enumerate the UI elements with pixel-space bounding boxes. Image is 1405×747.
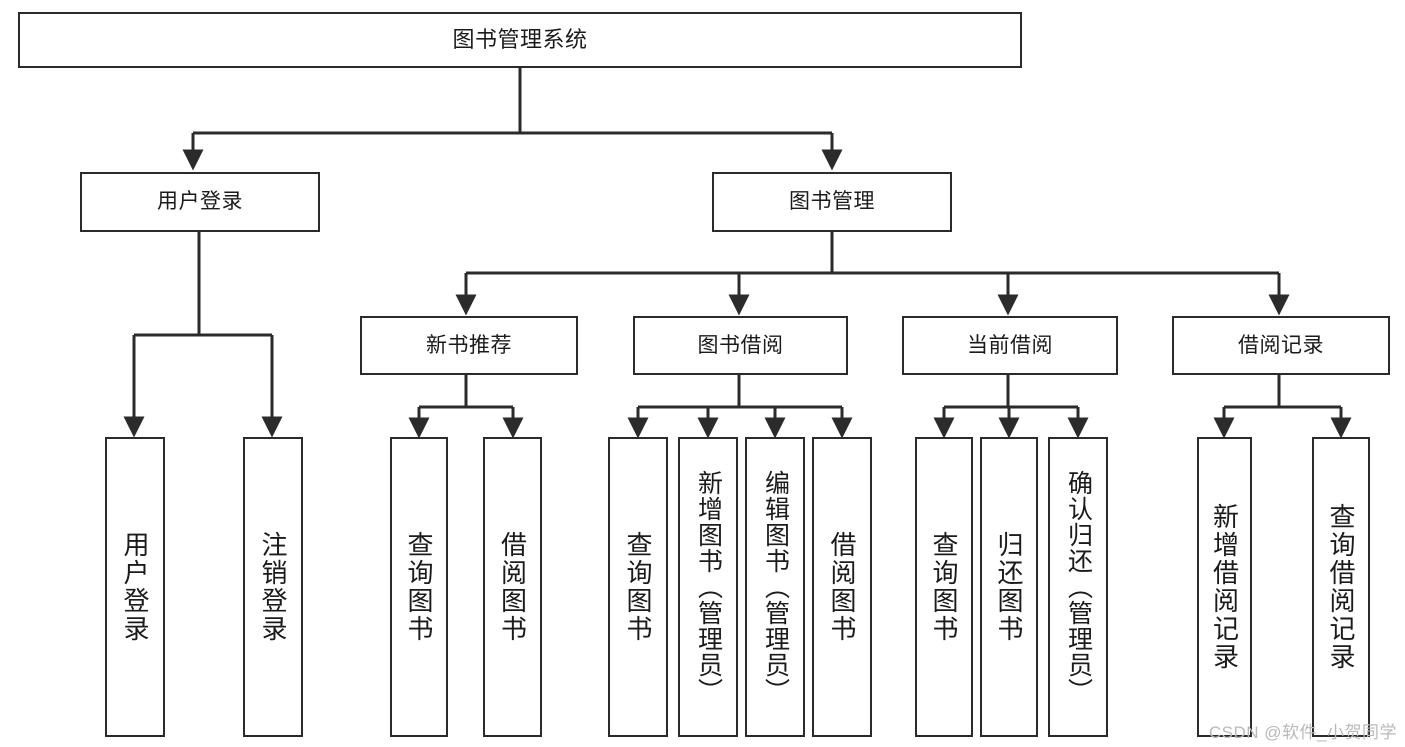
leaf-add-book-admin[interactable]: 新增图书（管理员）	[678, 437, 738, 737]
node-label: 查询图书	[929, 531, 959, 643]
node-label: 借阅图书	[497, 531, 528, 643]
node-label: 注销登录	[258, 531, 288, 643]
node-borrow-record[interactable]: 借阅记录	[1172, 316, 1390, 375]
node-label: 编辑图书（管理员）	[761, 470, 790, 704]
leaf-query-book-recommend[interactable]: 查询图书	[390, 437, 448, 737]
leaf-return-book[interactable]: 归还图书	[980, 437, 1038, 737]
node-label: 新书推荐	[426, 333, 512, 357]
leaf-query-book-borrow[interactable]: 查询图书	[608, 437, 668, 737]
node-label: 用户登录	[157, 190, 243, 214]
node-new-book-recommend[interactable]: 新书推荐	[360, 316, 578, 375]
leaf-query-borrow-record[interactable]: 查询借阅记录	[1312, 437, 1370, 737]
node-label: 图书管理	[789, 190, 875, 214]
node-label: 借阅记录	[1238, 333, 1324, 357]
node-label: 图书借阅	[697, 333, 784, 357]
node-current-borrow[interactable]: 当前借阅	[902, 316, 1118, 375]
node-user-login[interactable]: 用户登录	[80, 172, 320, 232]
leaf-add-borrow-record[interactable]: 新增借阅记录	[1197, 437, 1252, 737]
node-book-management[interactable]: 图书管理	[712, 172, 952, 232]
node-label: 借阅图书	[827, 531, 857, 643]
node-label: 图书管理系统	[452, 26, 588, 52]
leaf-borrow-book[interactable]: 借阅图书	[812, 437, 872, 737]
leaf-edit-book-admin[interactable]: 编辑图书（管理员）	[745, 437, 805, 737]
node-label: 当前借阅	[967, 333, 1053, 357]
node-root-system[interactable]: 图书管理系统	[18, 12, 1022, 68]
node-label: 用户登录	[120, 531, 150, 643]
leaf-user-login[interactable]: 用户登录	[105, 437, 165, 737]
leaf-query-book-current[interactable]: 查询图书	[915, 437, 973, 737]
node-label: 新增借阅记录	[1209, 503, 1240, 671]
node-label: 新增图书（管理员）	[694, 470, 723, 704]
node-label: 查询图书	[404, 531, 434, 643]
leaf-logout[interactable]: 注销登录	[243, 437, 303, 737]
node-label: 查询借阅记录	[1326, 503, 1356, 671]
node-label: 查询图书	[623, 531, 653, 643]
node-book-borrow[interactable]: 图书借阅	[633, 316, 848, 375]
node-label: 归还图书	[994, 531, 1024, 643]
node-label: 确认归还（管理员）	[1064, 470, 1093, 704]
leaf-confirm-return-admin[interactable]: 确认归还（管理员）	[1048, 437, 1108, 737]
watermark: CSDN @软件_小贺同学	[1208, 723, 1397, 742]
leaf-borrow-book-recommend[interactable]: 借阅图书	[483, 437, 542, 737]
